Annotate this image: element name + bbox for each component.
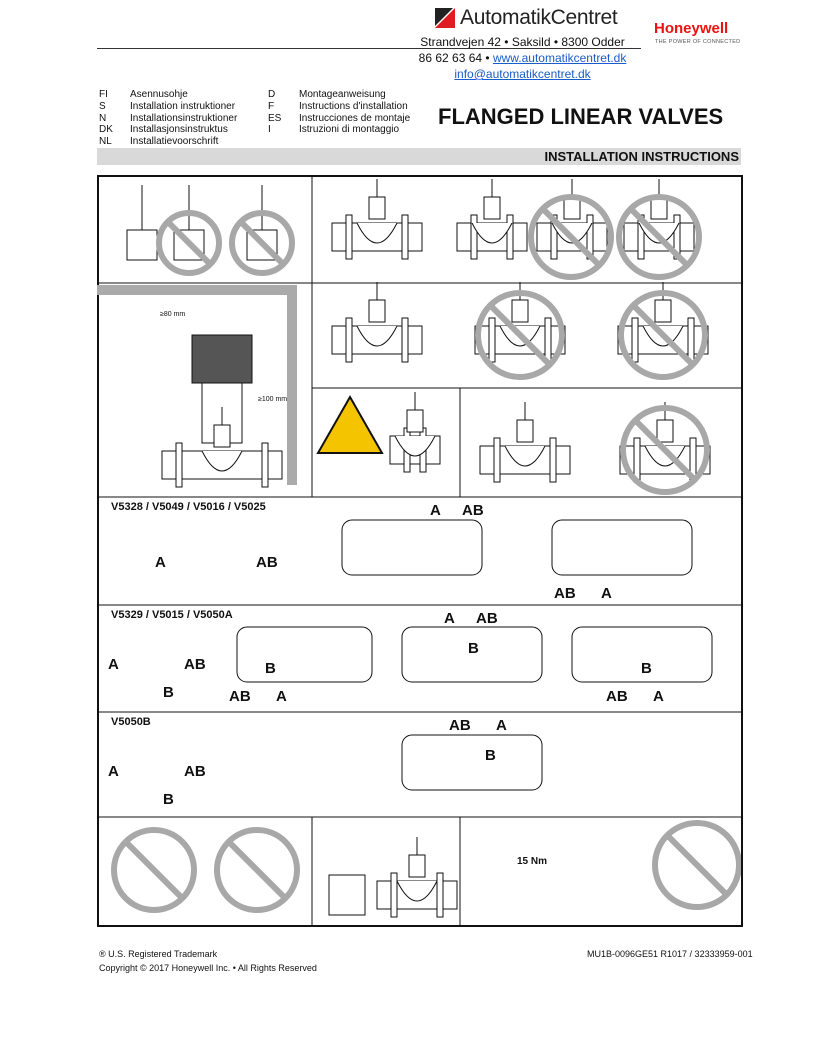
prohibited-icon xyxy=(156,210,222,276)
language-label: Instructions d'installation xyxy=(299,100,408,112)
port-label: A xyxy=(155,554,166,571)
port-label: B xyxy=(265,660,276,677)
valve-icon xyxy=(389,392,441,473)
port-label: B xyxy=(641,660,652,677)
trademark-note: ® U.S. Registered Trademark xyxy=(99,949,218,959)
port-label: AB xyxy=(184,763,206,780)
language-code: NL xyxy=(99,136,112,148)
prohibited-icon xyxy=(111,827,197,913)
valve-icon xyxy=(619,402,711,483)
language-code: I xyxy=(268,124,271,136)
language-label: Installatievoorschrift xyxy=(130,136,219,148)
language-label: Montageanweisung xyxy=(299,89,386,100)
prohibited-icon xyxy=(475,290,565,380)
torque-label: 15 Nm xyxy=(517,856,548,867)
prohibited-icon xyxy=(652,820,741,910)
valve-icon xyxy=(331,282,423,363)
port-label: AB xyxy=(229,688,251,705)
port-label: B xyxy=(468,640,479,657)
port-label: AB xyxy=(449,717,471,734)
language-code: F xyxy=(268,100,275,112)
phone: 86 62 63 64 • xyxy=(418,51,493,65)
waste-basket-icon xyxy=(328,874,366,916)
port-label: AB xyxy=(256,554,278,571)
prohibited-icon xyxy=(620,405,710,495)
hot-surface-warning-icon xyxy=(316,394,384,454)
valve-icon xyxy=(456,179,528,260)
port-label: A xyxy=(108,656,119,673)
side-clearance-label: ≥100 mm xyxy=(258,396,288,403)
document-number: MU1B-0096GE51 R1017 / 32333959-001 xyxy=(587,949,753,959)
port-label: A xyxy=(444,610,455,627)
port-label: AB xyxy=(476,610,498,627)
prohibited-icon xyxy=(616,194,702,280)
language-code: N xyxy=(99,112,107,124)
company-name: AutomatikCentret xyxy=(460,6,618,29)
port-label: B xyxy=(485,747,496,764)
figure-drawings xyxy=(97,175,741,925)
port-label: A xyxy=(276,688,287,705)
section-bar: INSTALLATION INSTRUCTIONS xyxy=(97,148,741,165)
valve-icon xyxy=(536,179,608,260)
port-label: AB xyxy=(606,688,628,705)
language-label: Installation instruktioner xyxy=(130,100,236,112)
instruction-figures xyxy=(97,175,743,927)
port-label: A xyxy=(653,688,664,705)
email-link[interactable]: info@automatikcentret.dk xyxy=(454,67,591,81)
header-divider xyxy=(97,48,641,49)
language-code: D xyxy=(268,89,276,100)
honeywell-tagline: THE POWER OF CONNECTED xyxy=(655,39,741,45)
valve-icon xyxy=(331,179,423,260)
section-title: INSTALLATION INSTRUCTIONS xyxy=(544,149,739,164)
port-label: AB xyxy=(462,502,484,519)
port-label: B xyxy=(163,791,174,808)
model-group-1: V5328 / V5049 / V5016 / V5025 xyxy=(111,501,266,513)
language-label: Installasjonsinstruktus xyxy=(130,124,228,136)
language-code: FI xyxy=(99,89,108,100)
port-label: A xyxy=(430,502,441,519)
language-label: Installationsinstruktioner xyxy=(130,112,238,124)
valve-icon xyxy=(161,407,283,488)
port-label: AB xyxy=(554,585,576,602)
document-title: FLANGED LINEAR VALVES xyxy=(438,104,724,129)
prohibited-icon xyxy=(229,210,295,276)
company-address: Strandvejen 42 • Saksild • 8300 Odder xyxy=(420,35,625,49)
automatikcentret-logo-icon xyxy=(435,8,455,28)
language-label: Asennusohje xyxy=(130,89,188,100)
prohibited-icon xyxy=(214,827,300,913)
port-label: A xyxy=(601,585,612,602)
prohibited-icon xyxy=(618,290,708,380)
language-code: S xyxy=(99,100,106,112)
port-label: A xyxy=(496,717,507,734)
contact-line: 86 62 63 64 • www.automatikcentret.dk xyxy=(400,51,645,65)
language-label: Istruzioni di montaggio xyxy=(299,124,400,136)
port-label: A xyxy=(108,763,119,780)
top-clearance-label: ≥80 mm xyxy=(160,311,186,318)
model-group-3: V5050B xyxy=(111,716,151,728)
honeywell-logo: Honeywell xyxy=(654,20,729,37)
language-code: ES xyxy=(268,112,282,124)
port-label: B xyxy=(163,684,174,701)
port-label: AB xyxy=(184,656,206,673)
valve-icon xyxy=(376,837,458,918)
website-link[interactable]: www.automatikcentret.dk xyxy=(492,51,627,65)
language-code: DK xyxy=(99,124,113,136)
language-label: Instrucciones de montaje xyxy=(299,112,411,124)
valve-icon xyxy=(479,402,571,483)
prohibited-icon xyxy=(528,194,614,280)
valve-icon xyxy=(623,179,695,260)
email-line: info@automatikcentret.dk xyxy=(400,67,645,81)
copyright: Copyright © 2017 Honeywell Inc. • All Ri… xyxy=(99,963,317,973)
model-group-2: V5329 / V5015 / V5050A xyxy=(111,609,233,621)
